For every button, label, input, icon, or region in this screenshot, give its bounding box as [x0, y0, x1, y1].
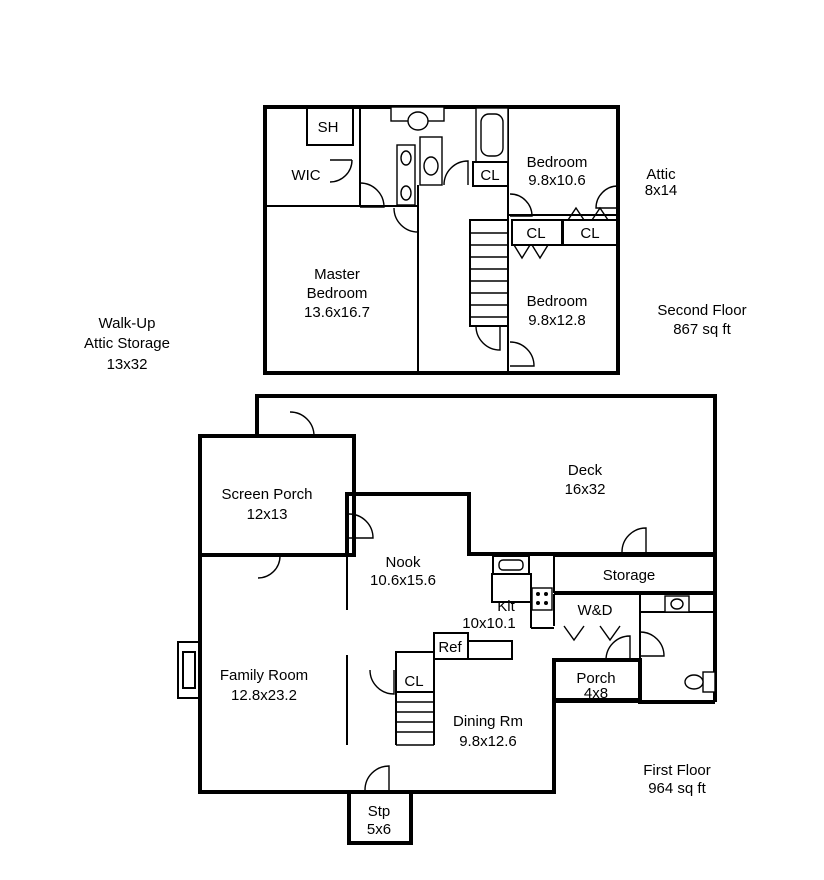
porch-size: 4x8 — [584, 685, 608, 702]
refrigerator-label: Ref — [438, 639, 462, 656]
screen-porch-size: 12x13 — [247, 506, 288, 523]
nook-size: 10.6x15.6 — [370, 572, 436, 589]
kitchen-name: Kit — [497, 598, 515, 615]
stair-closet-label: CL — [404, 673, 423, 690]
first-floor-label: First Floor — [643, 762, 711, 779]
nook-name: Nook — [385, 554, 421, 571]
bedroom-1-name: Bedroom — [527, 154, 588, 171]
stoop-name: Stp — [368, 803, 391, 820]
storage-label: Storage — [603, 567, 656, 584]
dining-room-size: 9.8x12.6 — [459, 733, 517, 750]
bath-closet-label: CL — [480, 167, 499, 184]
bedroom-2-name: Bedroom — [527, 293, 588, 310]
first-floor-area: 964 sq ft — [648, 780, 706, 797]
master-bedroom-line2: Bedroom — [307, 285, 368, 302]
stoop-outline — [347, 790, 413, 845]
attic-name: Attic — [646, 166, 676, 183]
washer-dryer-label: W&D — [578, 602, 613, 619]
wic-label: WIC — [291, 167, 320, 184]
master-bedroom-line1: Master — [314, 266, 360, 283]
attic-size: 8x14 — [645, 182, 678, 199]
deck-outline — [255, 394, 717, 702]
family-room-size: 12.8x23.2 — [231, 687, 297, 704]
second-floor-label: Second Floor — [657, 302, 746, 319]
hall-closet-label-2: CL — [580, 225, 599, 242]
deck-size: 16x32 — [565, 481, 606, 498]
kitchen-size: 10x10.1 — [462, 615, 515, 632]
porch-name: Porch — [576, 670, 615, 687]
second-floor — [263, 105, 620, 375]
first-floor — [177, 394, 717, 845]
master-bedroom-size: 13.6x16.7 — [304, 304, 370, 321]
second-floor-area: 867 sq ft — [673, 321, 731, 338]
family-room-name: Family Room — [220, 667, 308, 684]
walkup-line2: Attic Storage — [84, 335, 170, 352]
screen-porch-name: Screen Porch — [222, 486, 313, 503]
room-labels: SH WIC CL Bedroom 9.8x10.6 Attic 8x14 CL… — [84, 119, 747, 838]
walkup-size: 13x32 — [107, 356, 148, 373]
bedroom-1-size: 9.8x10.6 — [528, 172, 586, 189]
deck-name: Deck — [568, 462, 603, 479]
walkup-line1: Walk-Up — [99, 315, 156, 332]
sh-label: SH — [318, 119, 339, 136]
dining-room-name: Dining Rm — [453, 713, 523, 730]
stoop-size: 5x6 — [367, 821, 391, 838]
hall-closet-label-1: CL — [526, 225, 545, 242]
bedroom-2-size: 9.8x12.8 — [528, 312, 586, 329]
